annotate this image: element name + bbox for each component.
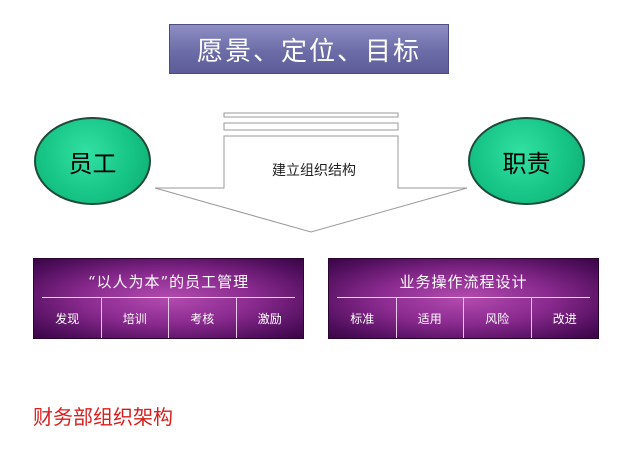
employee-management-panel: “以人为本”的员工管理 发现 培训 考核 激励 bbox=[33, 258, 304, 339]
panel-divider bbox=[337, 297, 590, 298]
panel-title: 业务操作流程设计 bbox=[399, 273, 528, 291]
panel-cell: 适用 bbox=[395, 298, 464, 338]
employee-circle-label: 员工 bbox=[68, 149, 117, 178]
panel-cells: 发现 培训 考核 激励 bbox=[34, 298, 303, 338]
panel-divider bbox=[42, 297, 295, 298]
arrow-top-bar-1 bbox=[223, 112, 399, 118]
title-banner: 愿景、定位、目标 bbox=[169, 24, 449, 74]
business-process-panel: 业务操作流程设计 标准 适用 风险 改进 bbox=[328, 258, 599, 339]
arrow-top-bar-2 bbox=[223, 122, 399, 131]
arrow-label: 建立组织结构 bbox=[272, 163, 356, 179]
panel-cell: 改进 bbox=[530, 298, 599, 338]
panel-cells: 标准 适用 风险 改进 bbox=[329, 298, 598, 338]
panel-title: “以人为本”的员工管理 bbox=[87, 273, 250, 291]
panel-cell: 培训 bbox=[100, 298, 169, 338]
title-text: 愿景、定位、目标 bbox=[196, 36, 421, 67]
panel-cell: 激励 bbox=[235, 298, 304, 338]
responsibility-circle-label: 职责 bbox=[502, 149, 551, 178]
arrow-body bbox=[154, 135, 468, 233]
responsibility-circle: 职责 bbox=[468, 117, 585, 205]
panel-cell: 风险 bbox=[463, 298, 531, 338]
caption: 财务部组织架构 bbox=[33, 405, 173, 429]
panel-cell: 标准 bbox=[350, 311, 375, 326]
employee-circle: 员工 bbox=[34, 117, 151, 205]
panel-cell: 发现 bbox=[55, 311, 80, 326]
panel-cell: 考核 bbox=[168, 298, 236, 338]
